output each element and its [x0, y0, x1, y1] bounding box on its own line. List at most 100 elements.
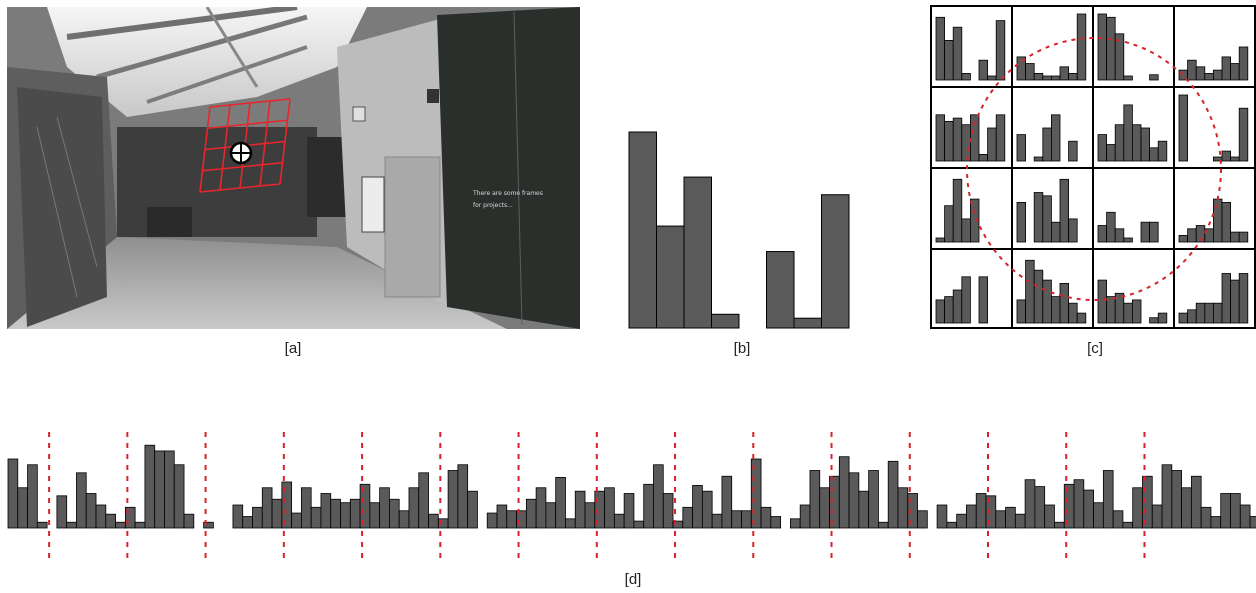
bar [770, 516, 782, 529]
bar [1187, 59, 1197, 81]
bar [1140, 127, 1151, 162]
hallway-photo: There are some frames for projects... [7, 7, 580, 329]
bar [300, 487, 312, 529]
bar [966, 504, 977, 529]
bar [418, 472, 429, 529]
bar [799, 504, 811, 529]
bar [952, 178, 963, 243]
bar [662, 493, 674, 529]
bar [1114, 124, 1125, 162]
bar [653, 464, 664, 529]
bar [956, 513, 967, 529]
bar [987, 127, 997, 162]
bar [1132, 487, 1143, 529]
bar [203, 521, 214, 529]
bar [1142, 475, 1153, 529]
bar [1221, 201, 1232, 243]
bar [457, 464, 469, 529]
bar [1068, 140, 1078, 162]
bar [935, 16, 946, 81]
bar [1204, 73, 1214, 81]
bar [379, 487, 390, 529]
bar [1230, 63, 1240, 81]
bar [486, 512, 498, 529]
bar [95, 504, 107, 529]
bar [320, 493, 332, 529]
bar [1042, 195, 1052, 243]
bar [496, 504, 508, 529]
bar [1016, 134, 1027, 162]
bar [1221, 273, 1232, 324]
bar [1033, 156, 1044, 162]
bar [1221, 150, 1232, 162]
caption-d: [d] [624, 571, 642, 588]
bar [173, 464, 185, 529]
bar [1106, 144, 1116, 162]
bar [17, 487, 28, 529]
bar [978, 276, 989, 324]
bar [766, 251, 795, 329]
bar [1106, 296, 1116, 324]
bar [1051, 75, 1061, 81]
bar [1238, 231, 1249, 243]
bar [1178, 94, 1189, 162]
bar [1033, 269, 1044, 324]
bar [1200, 506, 1212, 529]
bar [633, 520, 645, 529]
bar [574, 490, 586, 529]
bar [878, 521, 889, 529]
bar [656, 225, 685, 329]
bar [428, 513, 439, 529]
bar [1161, 464, 1173, 529]
bar [1122, 521, 1134, 529]
crosshair-circle-icon [229, 141, 253, 165]
bar [1149, 317, 1159, 324]
bar [1238, 273, 1249, 324]
bar [7, 458, 19, 529]
bar [613, 513, 625, 529]
histogram-b [627, 130, 855, 330]
bar [447, 470, 459, 529]
bar [858, 490, 870, 529]
bar [261, 487, 273, 529]
caption-c: [c] [1087, 340, 1103, 357]
bar [1059, 66, 1070, 81]
bar [790, 518, 801, 529]
bar [682, 506, 694, 529]
bar [819, 487, 830, 529]
bar [944, 121, 954, 162]
bar [1131, 299, 1142, 324]
bar [1140, 221, 1151, 243]
bar [995, 510, 1006, 529]
caption-a: [a] [284, 340, 302, 357]
gaussian-window-circle [966, 37, 1222, 301]
bar [134, 521, 146, 529]
bar [978, 59, 989, 81]
bar [1181, 487, 1192, 529]
bar [252, 506, 263, 529]
bar [1097, 134, 1108, 162]
bar [164, 450, 175, 529]
bar [887, 460, 899, 529]
bar [1044, 504, 1055, 529]
bar [623, 493, 635, 529]
bar [848, 472, 860, 529]
bar [271, 498, 283, 529]
bar [1051, 296, 1061, 324]
bar [1042, 279, 1052, 324]
bar [545, 502, 557, 529]
bar [1249, 516, 1256, 529]
bar [952, 117, 963, 162]
bar [1068, 73, 1078, 81]
bar [1187, 309, 1197, 324]
bar [154, 450, 165, 529]
bar [1024, 479, 1036, 529]
bar [1054, 521, 1065, 529]
bar [1033, 192, 1044, 243]
bar [1149, 147, 1159, 162]
bar [85, 493, 97, 529]
bar [124, 506, 136, 529]
bar [144, 444, 156, 529]
bar [944, 296, 954, 324]
bar [506, 510, 517, 529]
